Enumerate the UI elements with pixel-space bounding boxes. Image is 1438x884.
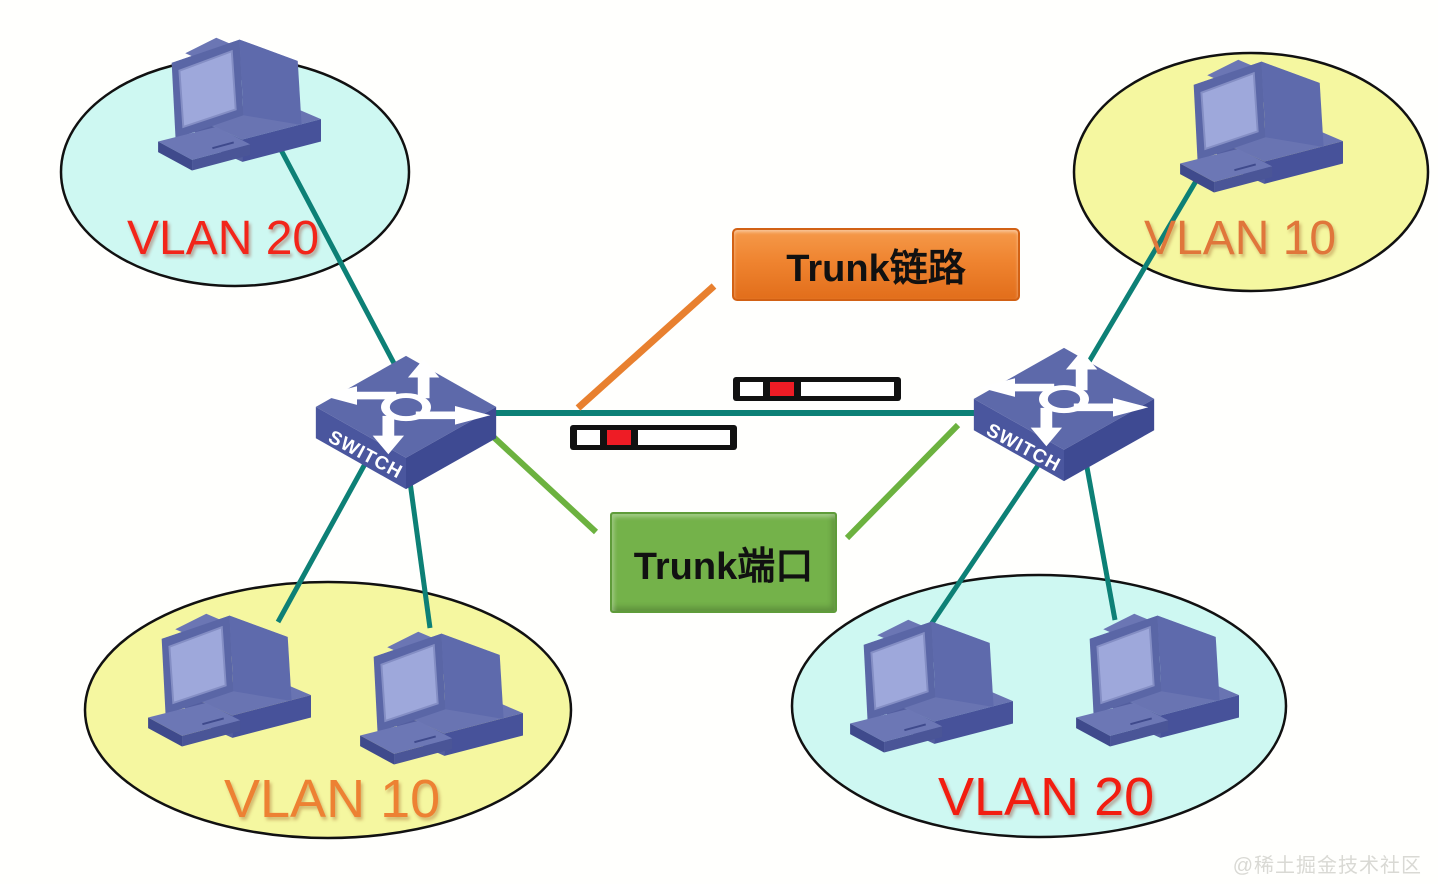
access-links [275, 146, 1202, 629]
link-right-switch-to-br-pc1 [927, 459, 1044, 628]
trunk-port-pointer-line-right [844, 422, 961, 541]
link-left-switch-to-bl-pc1 [275, 451, 374, 624]
vlan-label-bottom-right: VLAN 20 [938, 767, 1155, 827]
left-switch: SWITCH [316, 356, 496, 489]
switch-crossing-arrows-icon [974, 348, 1154, 481]
link-tr-pc-to-right-switch [1068, 174, 1202, 394]
vlan-tagged-frame-icon [733, 377, 901, 401]
trunk-port-pointer-line-left [484, 428, 599, 535]
trunk-link-pointer-line [575, 283, 717, 411]
vlan-tagged-frame-icon [570, 425, 737, 450]
trunk-link-callout: Trunk链路 [732, 228, 1020, 301]
link-tl-pc-to-left-switch [277, 146, 409, 388]
trunk-port-callout: Trunk端口 [610, 512, 837, 613]
link-left-switch-to-bl-pc2 [404, 459, 433, 629]
link-right-switch-to-br-pc2 [1083, 461, 1118, 621]
vlan-label-top-right: VLAN 10 [1144, 212, 1337, 265]
vlan-label-bottom-left: VLAN 10 [224, 769, 441, 829]
watermark: @稀土掘金技术社区 [1232, 855, 1422, 877]
right-switch: SWITCH [974, 348, 1154, 481]
vlan-label-top-left: VLAN 20 [127, 212, 320, 265]
switch-crossing-arrows-icon [316, 356, 496, 489]
